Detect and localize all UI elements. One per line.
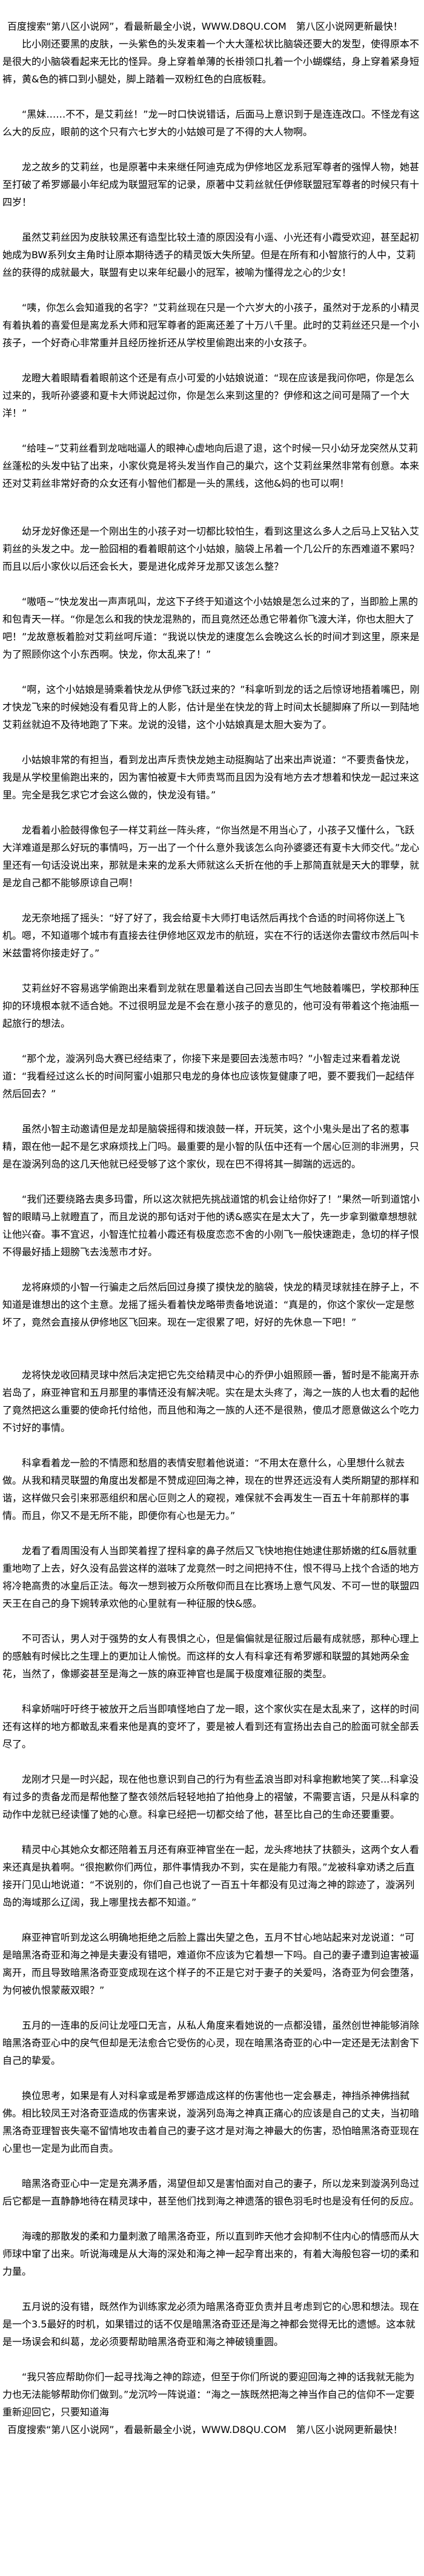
site-banner-top: 百度搜索“第八区小说网”，看最新最全小说，WWW.D8QU.COM 第八区小说网…	[7, 21, 403, 32]
paragraph: 五月说的没有错，既然作为训练家龙必须为暗黑洛奇亚负责并且考虑到它的心思和想法。现…	[2, 2301, 420, 2347]
novel-page: 百度搜索“第八区小说网”，看最新最全小说，WWW.D8QU.COM 第八区小说网…	[2, 21, 420, 2435]
chapter-body: 比小刚还要黑的皮肤，一头紫色的头发束着一个大大蓬松状比脑袋还要大的发型，使得原本…	[2, 35, 420, 2421]
paragraph: 暗黑洛奇亚心中一定是充满矛盾，渴望但却又是害怕面对自己的妻子，所以龙来到漩涡列岛…	[2, 2178, 420, 2207]
paragraph: “我只答应帮助你们一起寻找海之神的踪迹，但至于你们所说的要迎回海之神的话我就无能…	[2, 2371, 415, 2418]
paragraph: 精灵中心其她众女都还陪着五月还有麻亚神官坐在一起，龙头疼地扶了扶额头，这两个女人…	[2, 1844, 420, 1908]
paragraph: 龙看着小脸鼓得像包子一样艾莉丝一阵头疼，“你当然是不用当心了，小孩子又懂什么，飞…	[2, 824, 420, 889]
paragraph: 龙刚才只是一时兴起，现在他也意识到自己的行为有些孟浪当即对科拿抱歉地笑了笑...…	[2, 1774, 420, 1820]
paragraph: 科拿娇喘吁吁终于被放开之后当即嗔怪地白了龙一眼，这个家伙实在是太乱来了，这样的时…	[2, 1703, 420, 1750]
paragraph: 龙瞪大着眼睛看着眼前这个还是有点小可爱的小姑娘说道：“现在应该是我问你吧，你是怎…	[2, 372, 415, 419]
paragraph: 比小刚还要黑的皮肤，一头紫色的头发束着一个大大蓬松状比脑袋还要大的发型，使得原本…	[2, 38, 420, 85]
paragraph: 龙将麻烦的小智一行骗走之后然后回过身摸了摸快龙的脑袋，快龙的精灵球就挂在脖子上，…	[2, 1281, 420, 1328]
paragraph: “给哇~”艾莉丝看到龙咄咄逼人的眼神心虚地向后退了退，这个时候一只小幼牙龙突然从…	[2, 442, 420, 489]
paragraph: 艾莉丝好不容易逃学偷跑出来看到龙就在思量着送自己回去当即生气地鼓着嘴巴，学校那种…	[2, 983, 420, 1029]
paragraph: “那个龙，漩涡列岛大赛已经结束了，你接下来是要回去浅葱市吗？”小智走过来看着龙说…	[2, 1053, 415, 1099]
paragraph: 龙无奈地摇了摇头：“好了好了，我会给夏卡大师打电话然后再找个合适的时间将你送上飞…	[2, 912, 420, 959]
paragraph: 幼牙龙好像还是一个刚出生的小孩子对一切都比较怕生，看到这里这么多人之后马上又钻入…	[2, 526, 420, 572]
paragraph: “我们还要绕路去奥多玛雷，所以这次就把先挑战道馆的机会让给你好了！”果然一听到道…	[2, 1193, 420, 1258]
paragraph: “黑妹……不不，是艾莉丝！”龙一时口快说错话，后面马上意识到于是连连改口。不怪龙…	[2, 108, 420, 138]
paragraph: 龙之故乡的艾莉丝，也是原著中未来继任阿迪克成为伊修地区龙系冠军尊者的强悍人物，她…	[2, 161, 420, 208]
paragraph: 龙将快龙收回精灵球中然后决定把它先交给精灵中心的乔伊小姐照顾一番，暂时是不能离开…	[2, 1369, 420, 1433]
paragraph: 不可否认，男人对于强势的女人有畏惧之心，但是偏偏就是征服过后最有成就感，那种心理…	[2, 1633, 420, 1680]
paragraph: 小姑娘非常的有担当，看到龙出声斥责快龙她主动挺胸站了出来出声说道：“不要责备快龙…	[2, 754, 420, 801]
paragraph: “咦，你怎么会知道我的名字？”艾莉丝现在只是一个六岁大的小孩子，虽然对于龙系的小…	[2, 302, 420, 349]
paragraph: “啊，这个小姑娘是骑乘着快龙从伊修飞跃过来的？”科拿听到龙的话之后惊讶地捂着嘴巴…	[2, 684, 420, 730]
paragraph: 海魂的那散发的柔和力量刺激了暗黑洛奇亚，所以直到昨天他才会抑制不住内心的情感而从…	[2, 2231, 420, 2277]
paragraph: 麻亚神官听到龙这么明确地拒绝之后脸上露出失望之色，五月不甘心地站起来对龙说道：“…	[2, 1932, 420, 1996]
site-banner-bottom: 百度搜索“第八区小说网”，看最新最全小说，WWW.D8QU.COM 第八区小说网…	[7, 2424, 403, 2435]
paragraph: 科拿看着龙一脸的不情愿和愁眉的表情安慰着他说道：“不用太在意什么，心里想什么就去…	[2, 1457, 420, 1521]
paragraph: 五月的一连串的反问让龙哑口无言，从私人角度来看她说的一点都没错，虽然创世神能够消…	[2, 2020, 420, 2066]
paragraph: “嗷唔~”快龙发出一声声吼叫，龙这下子终于知道这个小姑娘是怎么过来的了，当即脸上…	[2, 596, 420, 660]
paragraph: 龙看了看周围没有人当即笑着捏了捏科拿的鼻子然后又飞快地抱住她逮住那娇嫩的红&唇就…	[2, 1545, 420, 1609]
paragraph: 换位思考，如果是有人对科拿或是希罗娜造成这样的伤害他也一定会暴走，神挡杀神佛挡弑…	[2, 2090, 420, 2154]
paragraph: 虽然艾莉丝因为皮肤较黑还有造型比较土渣的原因没有小遥、小光还有小霞受欢迎，甚至起…	[2, 232, 420, 278]
paragraph: 虽然小智主动邀请但是龙却是脑袋摇得和拨浪鼓一样，开玩笑，这个小鬼头是出了名的惹事…	[2, 1123, 420, 1170]
